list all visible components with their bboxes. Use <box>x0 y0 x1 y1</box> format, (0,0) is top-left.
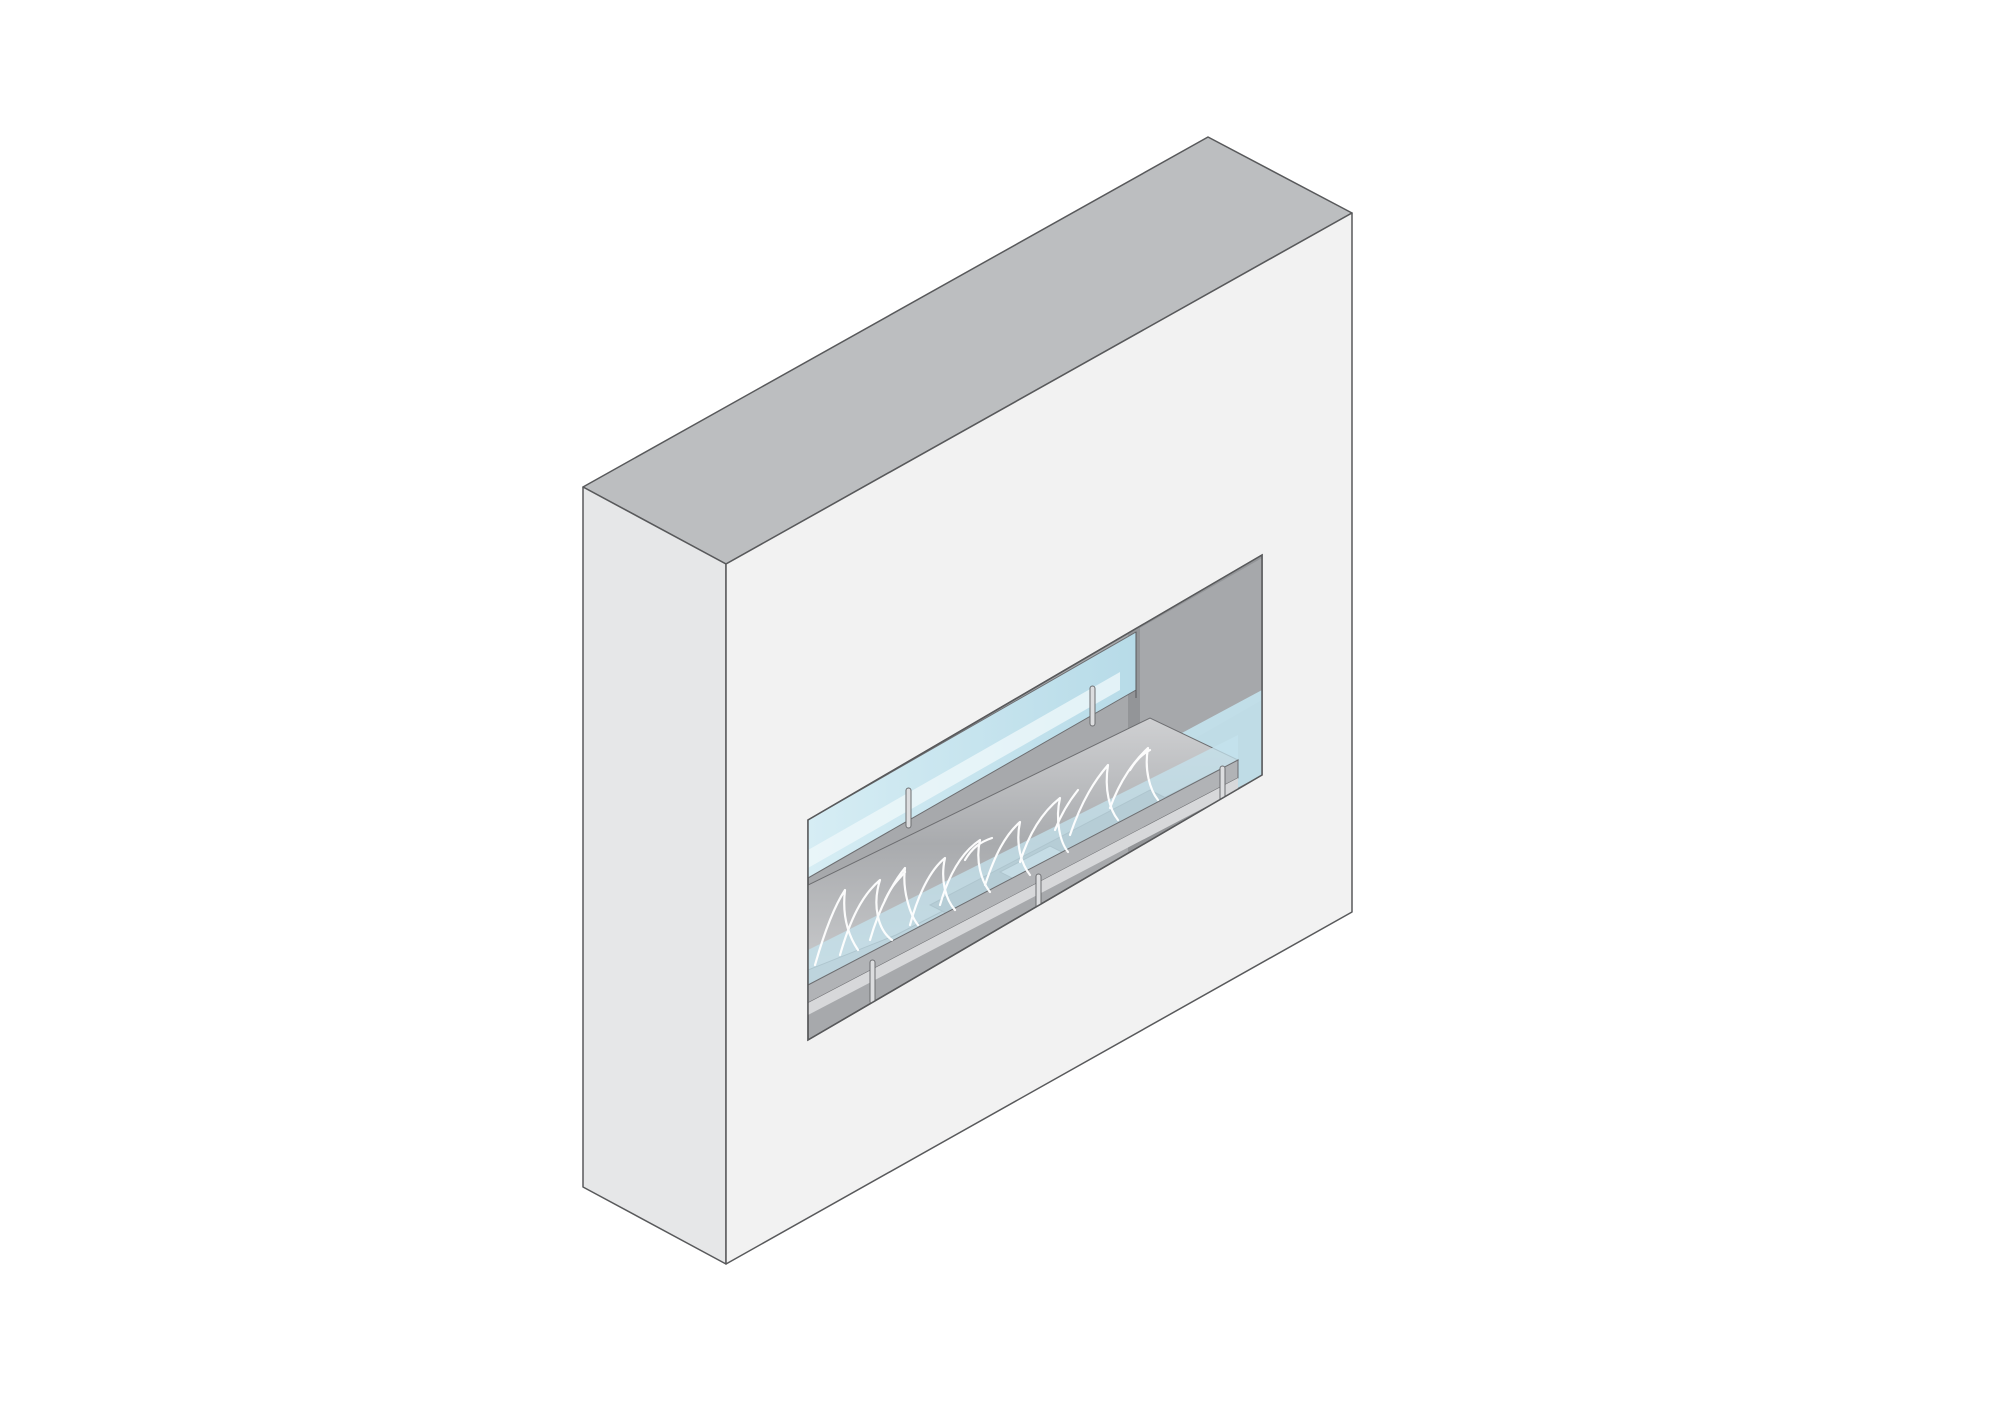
opening-outline <box>807 553 1263 1042</box>
back-glass-reflection <box>808 672 1120 868</box>
fireplace-opening <box>807 553 1263 1042</box>
rod-3 <box>869 959 876 1005</box>
rod-1 <box>905 787 912 829</box>
front-ledge-highlight <box>808 778 1238 1015</box>
side-face <box>582 486 727 1265</box>
rod-2 <box>1089 685 1096 727</box>
flames <box>813 746 1160 967</box>
